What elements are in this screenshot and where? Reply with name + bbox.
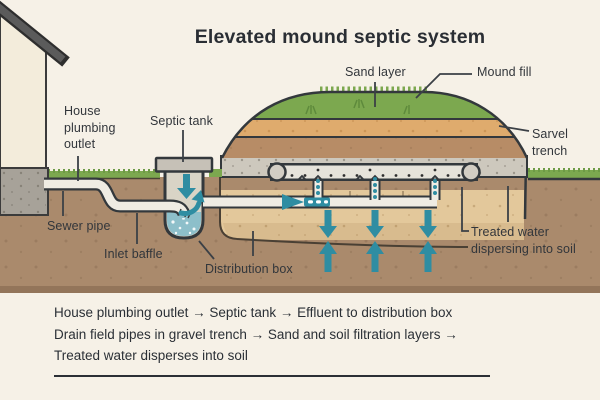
perforation-dots [290, 168, 461, 177]
septic-tank-cap [154, 156, 214, 173]
treated-water-leader-line [236, 238, 469, 248]
dispersal-down-arrows [319, 210, 437, 238]
house-foundation [0, 167, 49, 216]
roof [0, 3, 66, 63]
recirculation-arrow-icon [178, 200, 202, 216]
flow-indicators [177, 174, 437, 272]
label-inlet-baffle: Inlet baffle [104, 247, 163, 261]
distribution-box-leader-1 [198, 240, 215, 260]
summary-line-3: Treated water disperses into soil [54, 348, 248, 363]
summary-line-2: Drain field pipes in gravel trench → San… [54, 326, 458, 342]
summary-underline [54, 375, 490, 377]
label-sewer-pipe: Sewer pipe [47, 219, 111, 233]
mound-fill-leader [415, 73, 472, 99]
treated-water-leader-1 [461, 187, 469, 232]
sarvel-trench-leader [498, 125, 530, 132]
label-septic-tank: Septic tank [150, 114, 213, 128]
label-sand-layer: Sand layer [345, 65, 406, 79]
septic-tank-water [167, 212, 201, 236]
riser-flow-dots [316, 177, 437, 199]
perforated-drain-pipe [267, 162, 481, 182]
summary-line-1: House plumbing outlet → Septic tank → Ef… [54, 305, 453, 320]
label-mound-fill: Mound fill [477, 65, 532, 79]
flow-right-arrow-icon [282, 194, 304, 210]
mound-outline [220, 90, 529, 159]
label-sarvel-trench: Sarvel trench [532, 127, 569, 158]
label-house-plumbing-outlet: House plumbing outlet [64, 104, 116, 151]
label-distribution-box: Distribution box [205, 262, 293, 276]
leader-lines [62, 73, 530, 260]
water-bubbles [171, 218, 196, 235]
dispersal-up-arrows [319, 241, 437, 272]
tank-down-arrow-icon [177, 174, 196, 199]
pipe-notches [297, 174, 440, 181]
label-treated-water: Treated water dispersing into soil [471, 225, 576, 256]
house [0, 0, 70, 216]
page-title: Elevated mound septic system [194, 26, 486, 48]
process-summary: House plumbing outlet → Septic tank → Ef… [54, 302, 544, 367]
